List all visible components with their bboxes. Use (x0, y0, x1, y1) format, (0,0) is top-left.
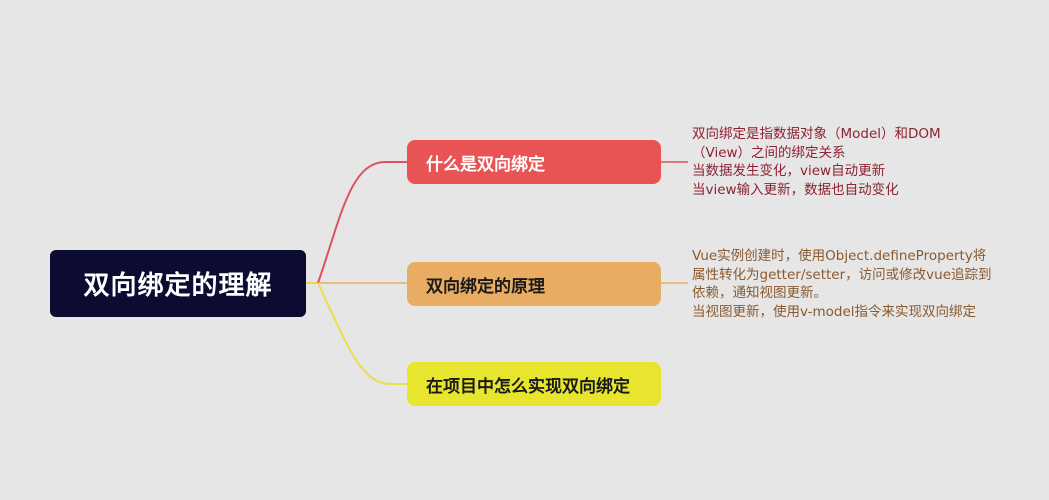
branch-node-label: 双向绑定的原理 (426, 276, 545, 297)
note-binding-principle[interactable]: Vue实例创建时，使用Object.defineProperty将 属性转化为g… (692, 247, 992, 321)
root-node-label: 双向绑定的理解 (83, 271, 273, 301)
note-line: 依赖，通知视图更新。 (692, 285, 827, 301)
root-node[interactable]: 双向绑定的理解 (50, 250, 306, 317)
branch-node-label: 在项目中怎么实现双向绑定 (426, 376, 630, 397)
note-line: Vue实例创建时，使用Object.defineProperty将 (692, 248, 987, 264)
branch-node-implementation[interactable]: 在项目中怎么实现双向绑定 (407, 362, 661, 406)
branch-node-what-is-binding[interactable]: 什么是双向绑定 (407, 140, 661, 184)
note-line: 当view输入更新，数据也自动变化 (692, 181, 899, 198)
branch-node-binding-principle[interactable]: 双向绑定的原理 (407, 262, 661, 306)
note-line: （View）之间的绑定关系 (692, 144, 846, 161)
note-line: 属性转化为getter/setter，访问或修改vue追踪到 (692, 266, 992, 283)
branch-node-label: 什么是双向绑定 (426, 154, 545, 175)
note-line: 双向绑定是指数据对象（Model）和DOM (692, 126, 941, 142)
note-line: 当视图更新，使用v-model指令来实现双向绑定 (692, 303, 977, 320)
note-what-is-binding[interactable]: 双向绑定是指数据对象（Model）和DOM （View）之间的绑定关系 当数据发… (692, 125, 941, 199)
connector-branch-3 (317, 282, 407, 385)
note-line: 当数据发生变化，view自动更新 (692, 163, 886, 179)
connector-branch-1 (317, 161, 407, 284)
